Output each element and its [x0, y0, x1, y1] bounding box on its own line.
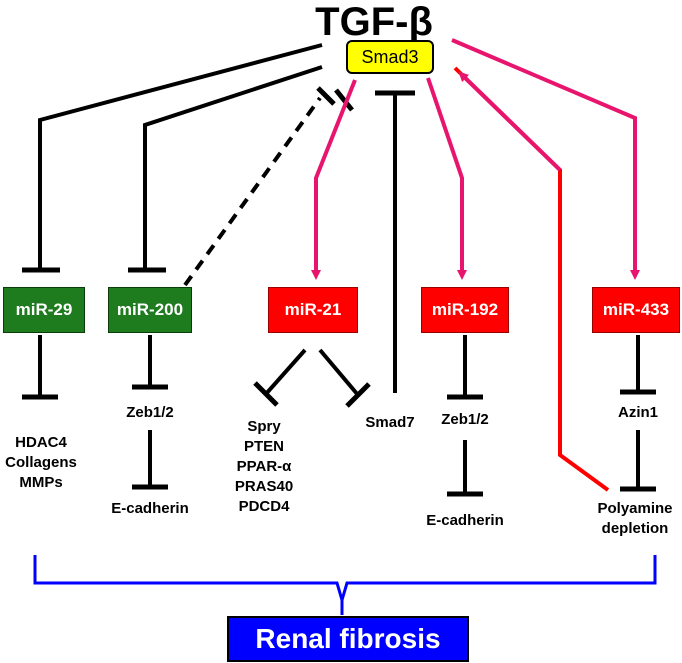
outcome-bracket — [33, 555, 657, 615]
target-pten: PTEN — [243, 438, 284, 455]
azin1-label: Azin1 — [617, 404, 658, 421]
target-mmps: MMPs — [19, 474, 63, 491]
smad7-label: Smad7 — [365, 414, 415, 431]
mir433-node: miR-433 — [592, 287, 680, 333]
smad3-node: Smad3 — [346, 40, 434, 74]
edge-mir200-zeb — [132, 335, 168, 390]
ecadherin-label-2: E-cadherin — [426, 512, 504, 529]
edge-tgfb-mir200 — [128, 65, 323, 273]
mir200-node: miR-200 — [108, 287, 192, 333]
edge-tgfb-mir29 — [22, 43, 323, 273]
edge-tgfb-mir433 — [451, 38, 640, 280]
target-spry: Spry — [247, 418, 281, 435]
polyamine-depletion-label: Polyamine depletion — [585, 499, 682, 539]
polyamine-line-2: depletion — [601, 520, 669, 537]
edge-mir433-azin — [620, 335, 656, 395]
edge-smad7-smad3 — [375, 90, 415, 393]
mir21-node: miR-21 — [268, 287, 358, 333]
edge-mir200-feedback — [183, 86, 354, 287]
ecadherin-label-1: E-cadherin — [111, 500, 189, 517]
target-pdcd4: PDCD4 — [238, 498, 290, 515]
edge-azin-polyamine — [620, 430, 656, 492]
edge-zeb-ecad-1 — [132, 430, 168, 490]
target-ppar: PPAR-α — [236, 458, 292, 475]
edge-smad3-mir192 — [426, 77, 467, 280]
edge-zeb-ecad-2 — [447, 440, 483, 497]
edge-mir29-targets — [22, 335, 58, 400]
mir29-node: miR-29 — [3, 287, 85, 333]
target-pras40: PRAS40 — [234, 478, 294, 495]
polyamine-line-1: Polyamine — [597, 500, 673, 517]
mir192-node: miR-192 — [421, 287, 509, 333]
zeb-label-2: Zeb1/2 — [441, 411, 489, 428]
renal-fibrosis-box: Renal fibrosis — [227, 616, 469, 662]
edge-smad3-mir21 — [311, 79, 357, 280]
mir29-targets: HDAC4 Collagens MMPs — [0, 433, 82, 493]
target-collagens: Collagens — [5, 454, 77, 471]
edge-mir21-targets — [253, 348, 371, 408]
zeb-label-1: Zeb1/2 — [126, 404, 174, 421]
mir21-targets: Spry PTEN PPAR-α PRAS40 PDCD4 — [224, 417, 304, 517]
edge-polyamine-smad3 — [453, 66, 610, 492]
tgf-beta-title: TGF-β — [315, 0, 433, 44]
edge-mir192-zeb — [447, 335, 483, 400]
target-hdac4: HDAC4 — [15, 434, 67, 451]
